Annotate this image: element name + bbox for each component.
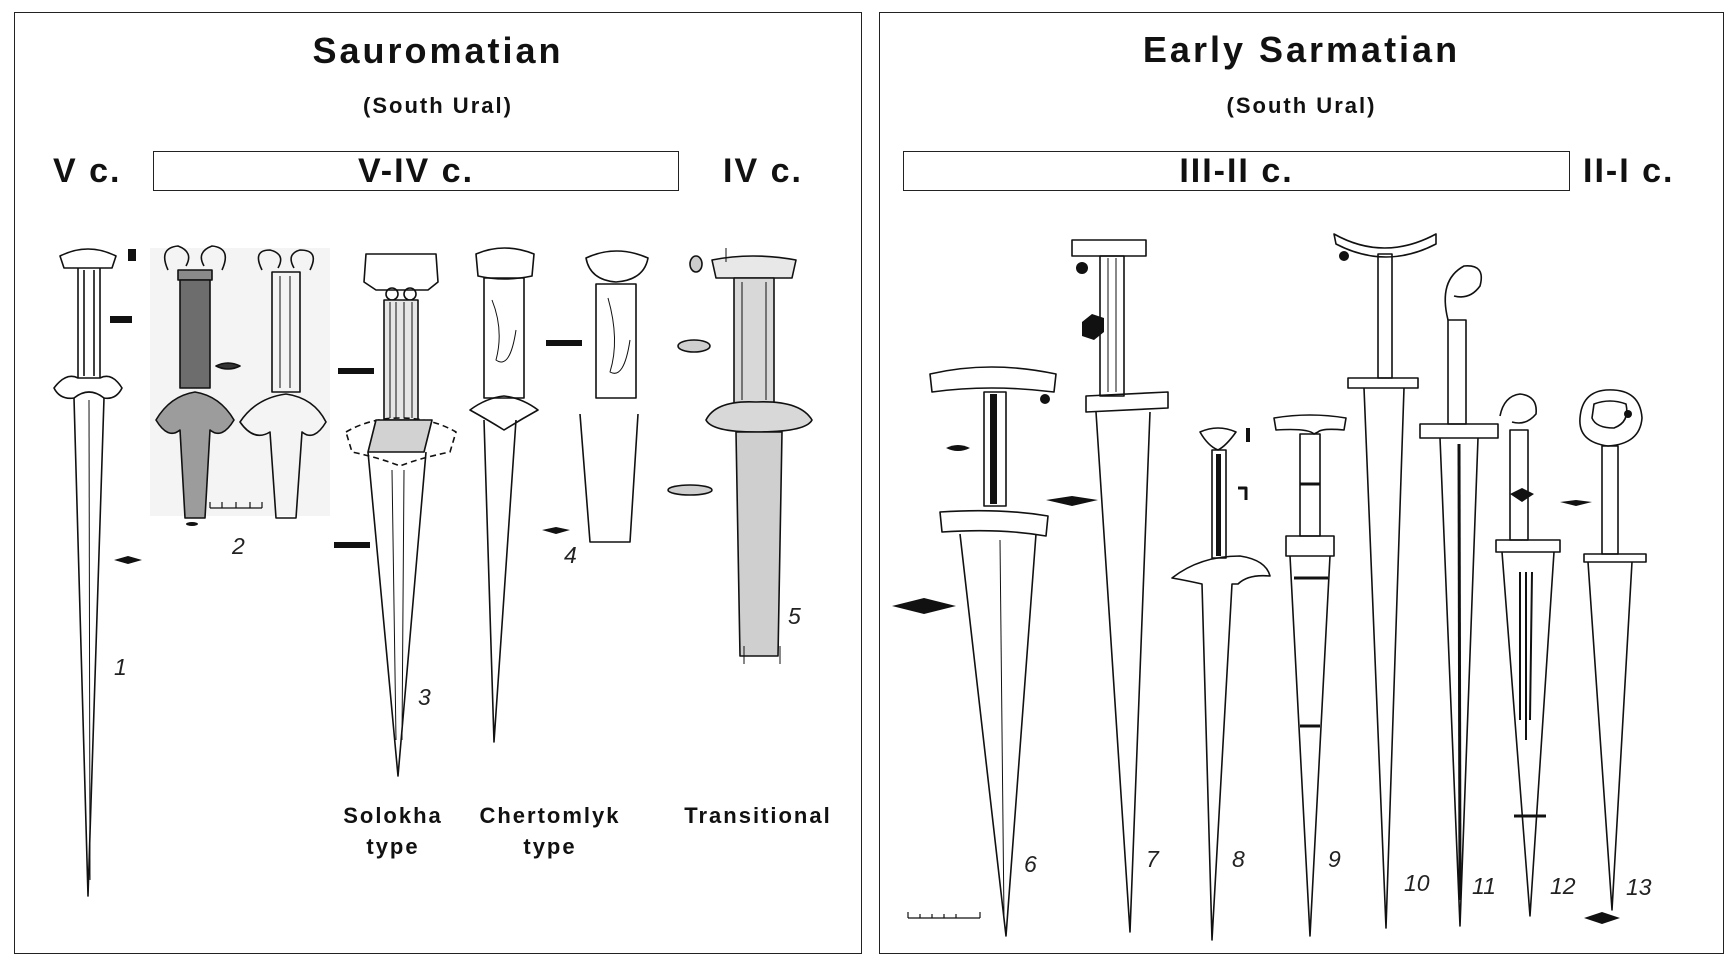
type-label-solokha: Solokha type [326,800,460,862]
figure-number-3: 3 [418,684,431,710]
type-label-chertomlyk-line1: Chertomlyk [479,803,621,828]
dagger-2-drawing [150,245,330,526]
figure-number-13: 13 [1626,874,1652,900]
figure-number-8: 8 [1232,846,1245,872]
figure-number-9: 9 [1328,846,1341,872]
dagger-3-drawing [334,253,457,777]
dagger-4-drawing [469,247,649,743]
era-box-v-iv: V-IV c. [153,151,679,191]
dagger-12-drawing [1495,393,1561,917]
figure-number-4: 4 [564,542,577,568]
era-label-ii-i: II-I c. [1583,152,1675,190]
sauromatian-title: Sauromatian [312,30,564,71]
dagger-7-drawing [1046,239,1169,933]
type-label-solokha-line1: Solokha [343,803,443,828]
dagger-13-drawing [1560,389,1647,924]
type-label-chertomlyk: Chertomlyk type [462,800,638,862]
dagger-11-drawing [1419,265,1499,927]
figure-number-11: 11 [1472,873,1496,899]
era-box-iii-ii: III-II c. [903,151,1570,191]
dagger-10-drawing [1333,233,1437,929]
figure-number-6: 6 [1024,851,1037,877]
figure-number-7: 7 [1146,846,1159,872]
dagger-6-drawing [892,366,1057,937]
era-label-iv: IV c. [723,152,803,190]
figure-number-1: 1 [114,654,127,680]
dagger-1-drawing [53,248,142,897]
figure-number-2: 2 [232,533,245,559]
sauromatian-subtitle: (South Ural) [363,93,513,118]
figure-number-12: 12 [1550,873,1576,899]
early-sarmatian-title: Early Sarmatian [1142,29,1461,70]
type-label-chertomlyk-line2: type [523,834,577,859]
type-label-transitional: Transitional [684,803,832,828]
type-label-solokha-line2: type [366,834,420,859]
dagger-5-drawing [667,248,813,664]
figure-number-5: 5 [788,603,801,629]
era-label-v: V c. [53,152,122,190]
figure-number-10: 10 [1404,870,1430,896]
early-sarmatian-subtitle: (South Ural) [1226,93,1377,118]
dagger-9-drawing [1273,414,1347,937]
dagger-8-drawing [1171,427,1271,941]
